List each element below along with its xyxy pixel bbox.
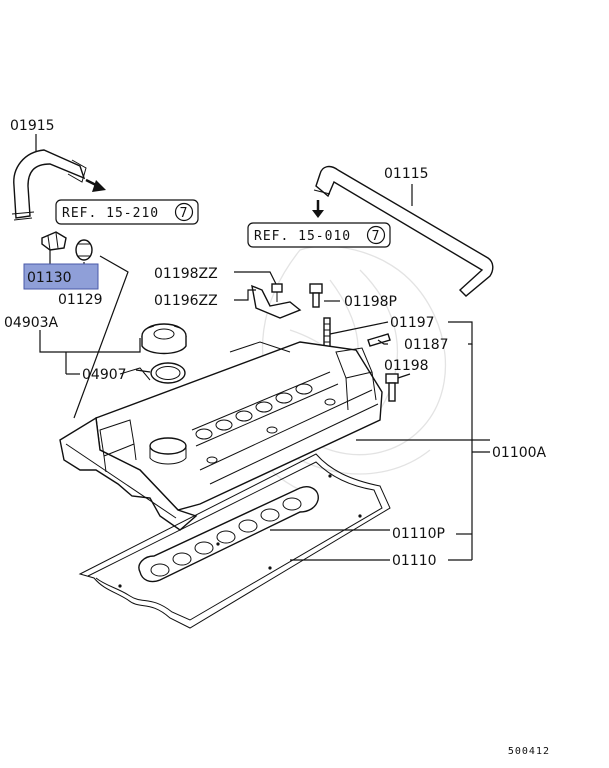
flow-arrow-down-icon — [312, 200, 324, 218]
rocker-cover-01100A[interactable] — [59, 341, 383, 531]
diagram-code: 500412 — [508, 746, 550, 757]
leader-lines — [35, 134, 490, 561]
label-01110P[interactable]: 01110P — [392, 526, 445, 542]
ref-text: REF. 15-210 — [62, 206, 159, 221]
ref-page-number: 7 — [180, 206, 189, 221]
label-01115[interactable]: 01115 — [384, 166, 429, 182]
label-01130[interactable]: 01130 — [27, 270, 72, 286]
bracket-01196ZZ[interactable] — [251, 284, 302, 319]
bolt-01198ZZ[interactable] — [271, 283, 283, 302]
label-01198P[interactable]: 01198P — [344, 294, 397, 310]
label-04903A[interactable]: 04903A — [4, 315, 59, 331]
label-01198[interactable]: 01198 — [384, 358, 429, 374]
grommet-01129[interactable] — [75, 239, 93, 261]
ref-box-15-210[interactable]: REF. 15-210 7 — [55, 199, 199, 225]
ref-box-15-010[interactable]: REF. 15-010 7 — [247, 222, 391, 248]
bolt-01198[interactable] — [385, 373, 399, 402]
spark-plug-gasket-01110P[interactable] — [138, 486, 319, 583]
pcv-hose-01115[interactable] — [313, 165, 494, 297]
selected-part-highlight — [23, 263, 99, 290]
pcv-valve-01130[interactable] — [41, 231, 67, 251]
label-01198ZZ[interactable]: 01198ZZ — [154, 266, 218, 282]
label-01197[interactable]: 01197 — [390, 315, 435, 331]
label-01196ZZ[interactable]: 01196ZZ — [154, 293, 218, 309]
ref-text: REF. 15-010 — [254, 229, 351, 244]
label-01100A[interactable]: 01100A — [492, 445, 547, 461]
flow-arrow-icon — [85, 178, 106, 192]
gasket-04907[interactable] — [150, 362, 186, 384]
bolt-01198P[interactable] — [309, 283, 323, 308]
rocker-cover-gasket-01110[interactable] — [78, 453, 391, 629]
oil-filler-cap-04903A[interactable] — [141, 323, 187, 355]
label-01915[interactable]: 01915 — [10, 118, 55, 134]
label-01129[interactable]: 01129 — [58, 292, 103, 308]
label-01187[interactable]: 01187 — [404, 337, 449, 353]
ref-page-number: 7 — [372, 229, 381, 244]
label-01110[interactable]: 01110 — [392, 553, 437, 569]
label-04907[interactable]: 04907 — [82, 367, 127, 383]
breather-hose-01915[interactable] — [11, 149, 87, 221]
